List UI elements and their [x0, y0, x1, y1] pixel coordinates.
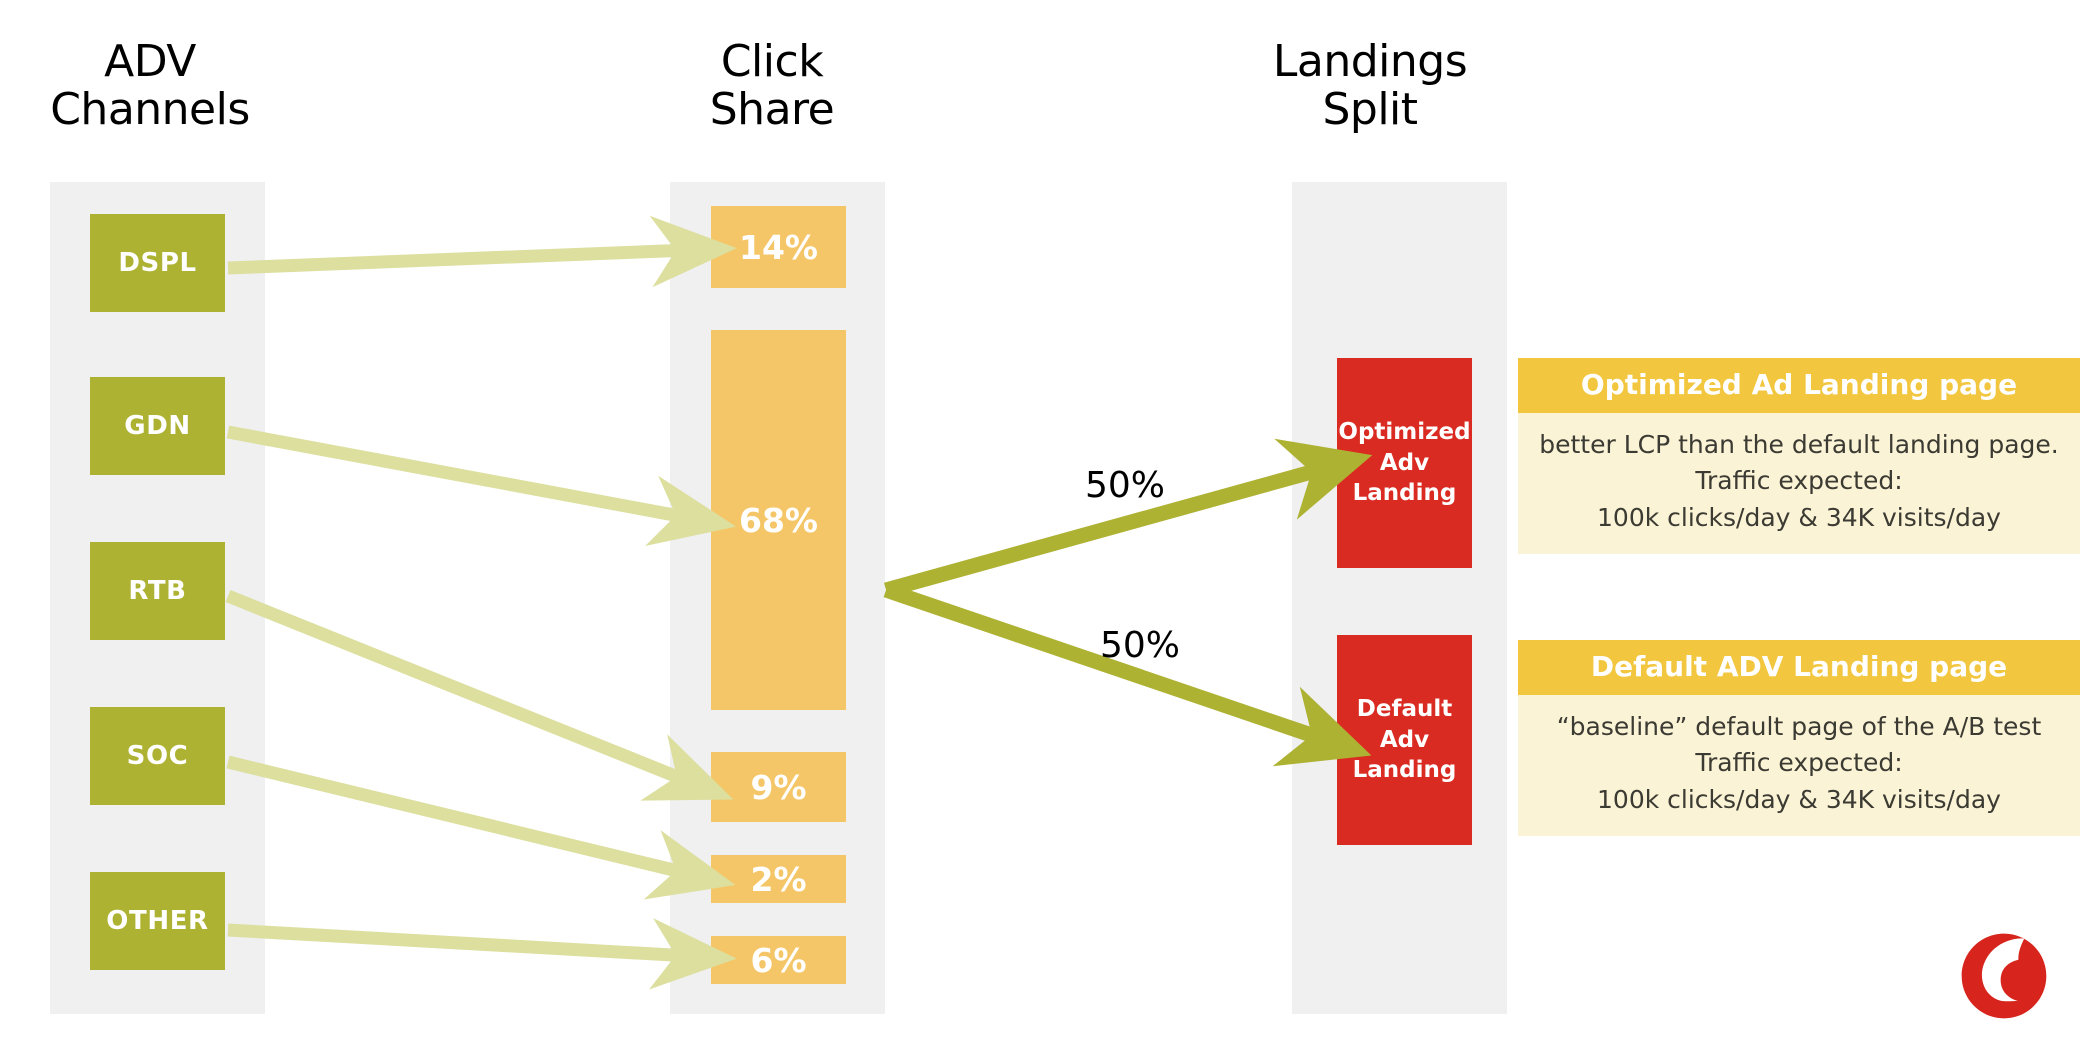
arrow-rtb-to-9: [225, 589, 734, 801]
landings-split-band: [1292, 182, 1507, 1014]
info-card-optimized-ad-landing-page: Optimized Ad Landing page better LCP tha…: [1518, 358, 2080, 554]
click-share-bar-2[interactable]: 2%: [711, 855, 846, 903]
arrow-other-to-6: [227, 918, 737, 990]
arrow-dspl-to-14: [227, 215, 737, 288]
arrow-soc-to-2: [226, 755, 736, 900]
arrow-gdn-to-68: [226, 425, 737, 547]
info-card-body-optimized: better LCP than the default landing page…: [1518, 413, 2080, 554]
column-header-adv-channels: ADV Channels: [50, 36, 250, 135]
info-card-title-optimized: Optimized Ad Landing page: [1518, 358, 2080, 413]
adv-channel-box-soc[interactable]: SOC: [90, 707, 225, 805]
adv-channel-box-gdn[interactable]: GDN: [90, 377, 225, 475]
click-share-bar-9[interactable]: 9%: [711, 752, 846, 822]
split-percent-label-optimized: 50%: [1085, 465, 1166, 506]
adv-channel-box-other[interactable]: OTHER: [90, 872, 225, 970]
click-share-bar-6[interactable]: 6%: [711, 936, 846, 984]
adv-channel-box-dspl[interactable]: DSPL: [90, 214, 225, 312]
landing-box-optimized-adv[interactable]: Optimized Adv Landing: [1337, 358, 1472, 568]
column-header-click-share: Click Share: [709, 36, 835, 135]
adv-channel-box-rtb[interactable]: RTB: [90, 542, 225, 640]
info-card-default-adv-landing-page: Default ADV Landing page “baseline” defa…: [1518, 640, 2080, 836]
info-card-title-default: Default ADV Landing page: [1518, 640, 2080, 695]
info-card-body-default: “baseline” default page of the A/B test …: [1518, 695, 2080, 836]
vodafone-logo-icon: [1961, 933, 2047, 1019]
column-header-landings-split: Landings Split: [1272, 36, 1468, 135]
split-percent-label-default: 50%: [1100, 625, 1181, 666]
click-share-bar-68[interactable]: 68%: [711, 330, 846, 710]
click-share-bar-14[interactable]: 14%: [711, 206, 846, 288]
landing-box-default-adv[interactable]: Default Adv Landing: [1337, 635, 1472, 845]
